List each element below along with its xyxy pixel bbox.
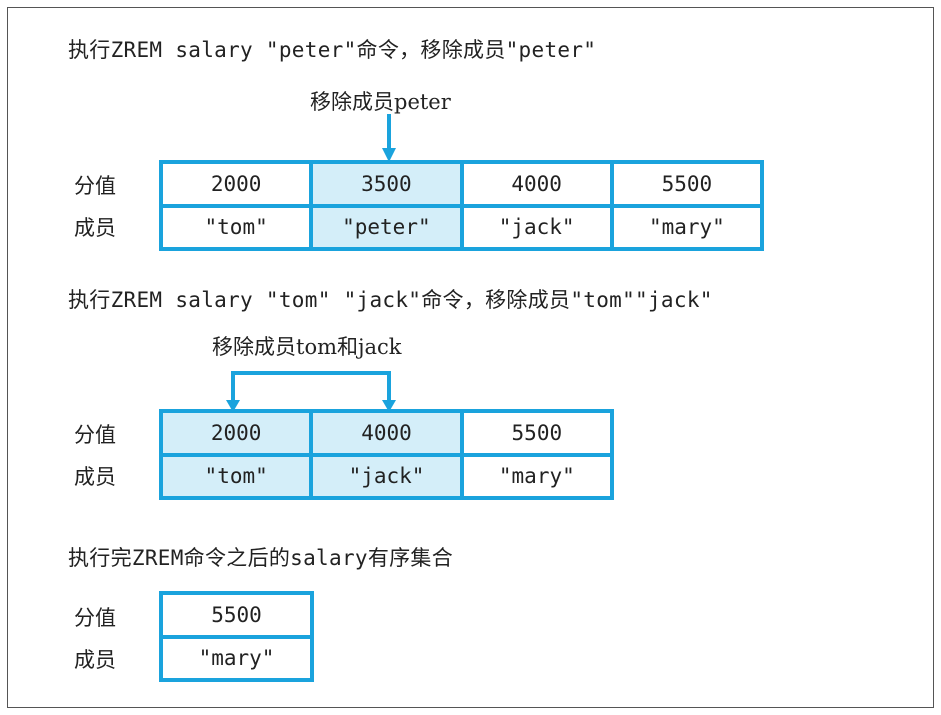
member-cell: "tom" [163,207,310,247]
step2-score-label: 分值 [74,423,116,447]
score-cell: 5500 [163,595,310,635]
step1-member-label: 成员 [74,216,116,240]
step2-caption: 执行ZREM salary "tom" "jack"命令，移除成员"tom""j… [68,288,713,312]
score-cell: 4000 [463,164,610,204]
step1-sorted-set: 2000 3500 4000 5500 "tom" "peter" "jack"… [159,160,764,251]
score-cell-removed: 2000 [163,413,310,453]
member-cell: "mary" [163,638,310,678]
score-cell: 5500 [613,164,760,204]
step2-sorted-set: 2000 4000 5500 "tom" "jack" "mary" [159,409,614,500]
step1-caption: 执行ZREM salary "peter"命令，移除成员"peter" [68,38,597,62]
member-cell: "mary" [613,207,760,247]
score-cell: 5500 [463,413,610,453]
member-cell-removed: "peter" [313,207,460,247]
step1-score-label: 分值 [74,174,116,198]
score-cell-removed: 3500 [313,164,460,204]
step3-sorted-set: 5500 "mary" [159,591,314,682]
step2-callout: 移除成员tom和jack [212,335,402,359]
step2-member-label: 成员 [74,465,116,489]
step3-score-label: 分值 [74,606,116,630]
member-cell-removed: "jack" [313,456,460,496]
score-cell-removed: 4000 [313,413,460,453]
member-cell: "jack" [463,207,610,247]
member-cell: "mary" [463,456,610,496]
step3-member-label: 成员 [74,648,116,672]
step1-callout: 移除成员peter [310,90,451,114]
diagram-frame [7,7,934,708]
member-cell-removed: "tom" [163,456,310,496]
step3-caption: 执行完ZREM命令之后的salary有序集合 [68,546,454,570]
score-cell: 2000 [163,164,310,204]
